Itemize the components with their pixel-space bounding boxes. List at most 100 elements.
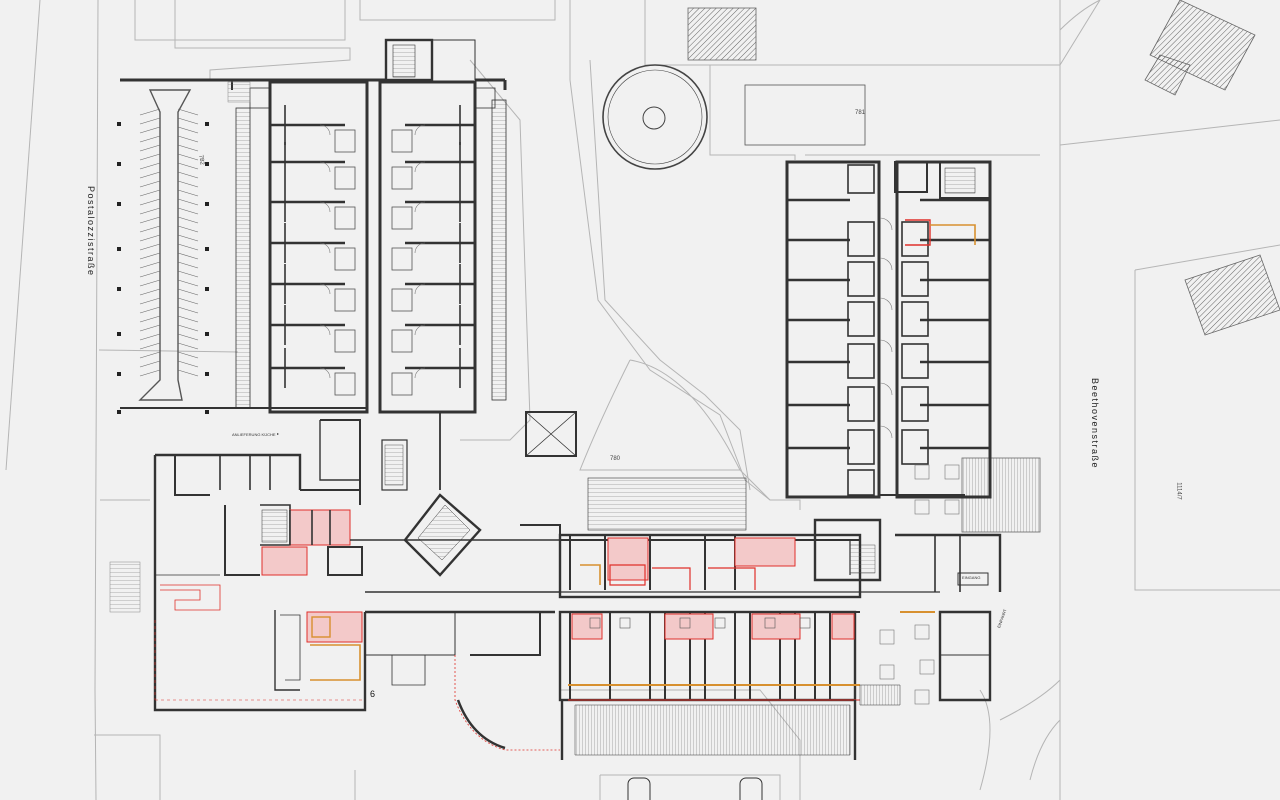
- pillar: [117, 332, 121, 336]
- parking-stall: [177, 324, 199, 332]
- parking-stall: [139, 108, 161, 116]
- pillar: [117, 247, 121, 251]
- table: [919, 659, 935, 675]
- door-swing: [879, 425, 893, 439]
- parcel-780: 780: [610, 456, 621, 462]
- bathroom: [901, 429, 929, 465]
- bathroom: [334, 329, 356, 353]
- entrance-sign: EINGANG: [962, 575, 981, 580]
- door-swing: [319, 124, 331, 136]
- parking-stall: [139, 324, 161, 332]
- parking-stall: [177, 216, 199, 224]
- parking-stall: [177, 369, 199, 377]
- parking-stall: [139, 162, 161, 170]
- parking-stall: [177, 207, 199, 215]
- pillar: [205, 372, 209, 376]
- parking-stall: [139, 306, 161, 314]
- parking-stall: [139, 216, 161, 224]
- parking-stall: [139, 126, 161, 134]
- parking-stall: [139, 261, 161, 269]
- parking-stall: [177, 189, 199, 197]
- parking-stall: [139, 315, 161, 323]
- table: [879, 629, 895, 645]
- parking-stall: [177, 198, 199, 206]
- bathroom: [847, 469, 875, 496]
- bathroom: [901, 261, 929, 297]
- door-swing: [879, 339, 893, 353]
- parking-stall: [177, 153, 199, 161]
- bathroom: [334, 288, 356, 312]
- bathroom: [334, 206, 356, 230]
- parking-stall: [139, 288, 161, 296]
- stair-tower-north: [384, 38, 476, 82]
- kitchen-delivery-label: ANLIEFERUNG KÜCHE: [232, 432, 276, 437]
- door-swing: [414, 161, 426, 173]
- toilet: [714, 617, 726, 629]
- highlight-room: [905, 219, 931, 246]
- pillars-west: [117, 122, 209, 414]
- parking-stall: [139, 180, 161, 188]
- pillar: [117, 372, 121, 376]
- parking-stall: [177, 261, 199, 269]
- neighbour-buildings: [687, 0, 1280, 533]
- bathroom: [847, 343, 875, 379]
- highlight-room: [609, 564, 646, 586]
- door-swing: [414, 283, 426, 295]
- toilet: [764, 617, 776, 629]
- pillar: [205, 287, 209, 291]
- street-label-west: Postalozzistraße: [86, 186, 96, 277]
- parking-stall: [177, 225, 199, 233]
- parking-stall: [139, 171, 161, 179]
- pillar: [117, 202, 121, 206]
- door-swing: [879, 382, 893, 396]
- door-swing: [414, 124, 426, 136]
- door-swing: [319, 324, 331, 336]
- highlight-room: [734, 537, 796, 567]
- parking-stall: [177, 342, 199, 350]
- door-swing: [319, 201, 331, 213]
- parking-stall: [177, 279, 199, 287]
- pillar: [205, 410, 209, 414]
- parcel-781: 781: [855, 110, 866, 116]
- parking-stall: [139, 243, 161, 251]
- parking-stall: [177, 180, 199, 188]
- parking-stall: [177, 297, 199, 305]
- parking-stall: [177, 351, 199, 359]
- door-swing: [319, 367, 331, 379]
- parking-stall: [139, 135, 161, 143]
- bathroom: [847, 221, 875, 257]
- pillar: [205, 247, 209, 251]
- street-label-east: Beethovenstraße: [1090, 378, 1100, 470]
- parking-stall: [139, 252, 161, 260]
- parking-stall: [177, 333, 199, 341]
- parking-stall: [177, 360, 199, 368]
- toilet: [799, 617, 811, 629]
- table: [914, 689, 930, 705]
- door-swing: [879, 257, 893, 271]
- bathroom: [391, 247, 413, 271]
- highlight-room: [831, 613, 855, 640]
- parking-stall: [139, 360, 161, 368]
- table: [914, 464, 930, 480]
- bathroom: [334, 129, 356, 153]
- entrance-stairs-nw: [227, 81, 251, 103]
- parking-stall: [177, 162, 199, 170]
- dorm-block-east: [785, 160, 992, 499]
- bathroom: [391, 288, 413, 312]
- parking-west: [138, 89, 199, 401]
- toilet: [619, 617, 631, 629]
- door-swing: [319, 242, 331, 254]
- bathroom: [901, 386, 929, 422]
- highlight-room: [751, 613, 801, 640]
- bathroom: [847, 301, 875, 337]
- parking-stall: [139, 189, 161, 197]
- parking-stall: [177, 171, 199, 179]
- highlight-room: [930, 224, 976, 245]
- dorm-block-north: [120, 78, 507, 414]
- parking-stall: [139, 198, 161, 206]
- bathroom: [391, 206, 413, 230]
- parking-stall: [139, 333, 161, 341]
- parking-stall: [177, 306, 199, 314]
- door-swing: [414, 201, 426, 213]
